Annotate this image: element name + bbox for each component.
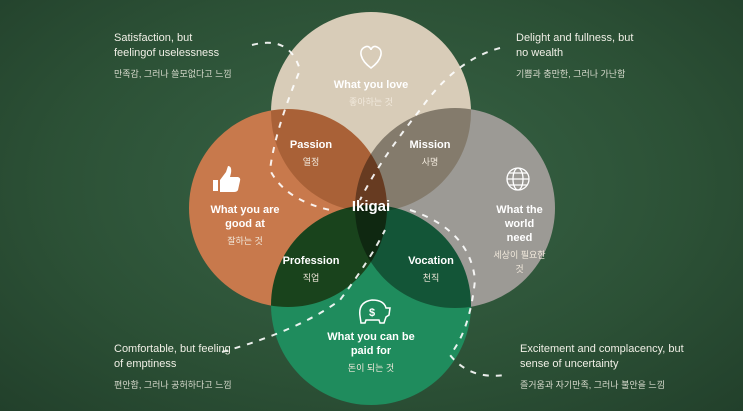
thumbs-up-icon xyxy=(213,166,241,192)
heart-icon xyxy=(360,45,382,69)
note-bottom-right: Excitement and complacency, but sense of… xyxy=(520,343,684,390)
dashed-line-bottom-right xyxy=(409,209,506,377)
ikigai-center-label: Ikigai xyxy=(351,198,391,215)
dashed-line-top-left xyxy=(251,41,331,211)
piggy-bank-icon: $ xyxy=(359,299,391,324)
dashed-line-top-right xyxy=(359,47,501,201)
dashed-line-bottom-left xyxy=(221,229,386,353)
circle-paid xyxy=(271,205,471,405)
svg-text:$: $ xyxy=(369,307,375,319)
globe-icon xyxy=(506,167,530,191)
